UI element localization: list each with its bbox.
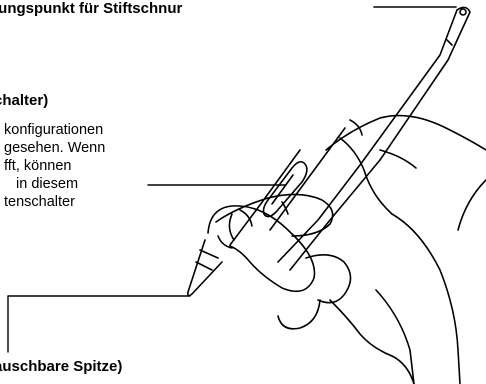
hand [208,116,486,384]
pen-tip [188,240,222,296]
side-switch-desc-line: fft, können [0,157,105,175]
side-switch-desc-line: tenschalter [0,193,105,211]
tip-label: auschbare Spitze) [0,358,122,376]
tether-point-label: lungspunkt für Stiftschnur [0,0,182,18]
side-switch-desc-line: konfigurationen [0,121,105,139]
tip-leader-line [8,296,190,352]
side-switch-title: chalter) [0,92,48,110]
side-switch-desc-line: gesehen. Wenn [0,139,105,157]
tether-hole [460,9,466,15]
side-switch-desc-line: in diesem [0,175,105,193]
pen-body [188,7,470,295]
side-switch-description: konfigurationen gesehen. Wenn fft, könne… [0,121,105,211]
